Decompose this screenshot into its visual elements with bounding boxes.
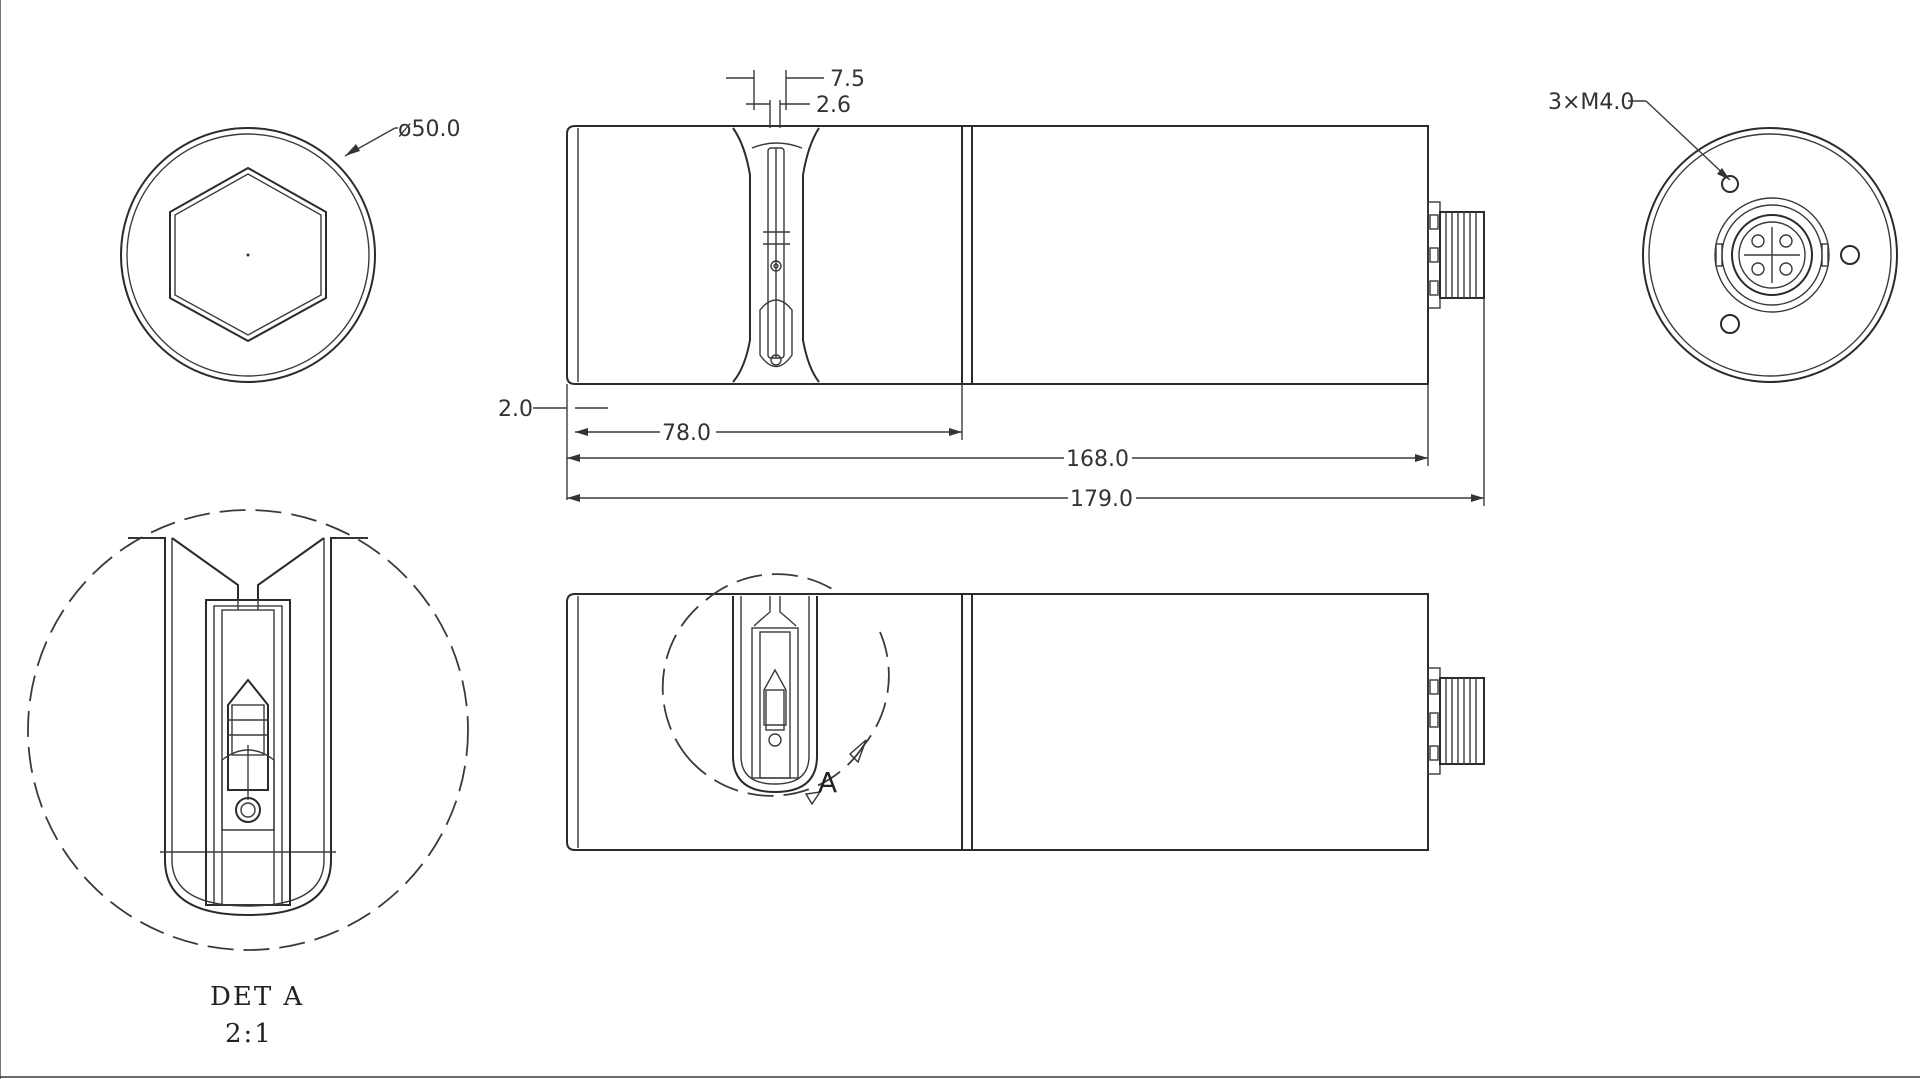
first-section-dimension: 78.0 xyxy=(662,421,711,446)
side-view-top: 7.5 2.6 2.0 78.0 168.0 179.0 xyxy=(498,67,1485,512)
chamfer-dimension: 2.0 xyxy=(498,397,533,422)
body-length-dimension: 168.0 xyxy=(1066,447,1129,472)
detail-scale: 2:1 xyxy=(225,1019,273,1049)
side-view-bottom: A xyxy=(566,573,1485,851)
end-view-connector: 3×M4.0 xyxy=(1548,90,1898,383)
detail-view-a xyxy=(27,509,469,951)
hole-callout: 3×M4.0 xyxy=(1548,90,1634,115)
groove-width-outer: 7.5 xyxy=(830,67,865,92)
groove-width-inner: 2.6 xyxy=(816,93,851,118)
connector-top xyxy=(1427,201,1485,309)
total-length-dimension: 179.0 xyxy=(1070,487,1133,512)
connector-bottom xyxy=(1427,667,1485,775)
end-view-hexagon: ø50.0 xyxy=(120,117,460,383)
detail-marker: A xyxy=(818,766,837,799)
diameter-dimension: ø50.0 xyxy=(398,117,460,142)
detail-title: DET A xyxy=(210,982,304,1012)
